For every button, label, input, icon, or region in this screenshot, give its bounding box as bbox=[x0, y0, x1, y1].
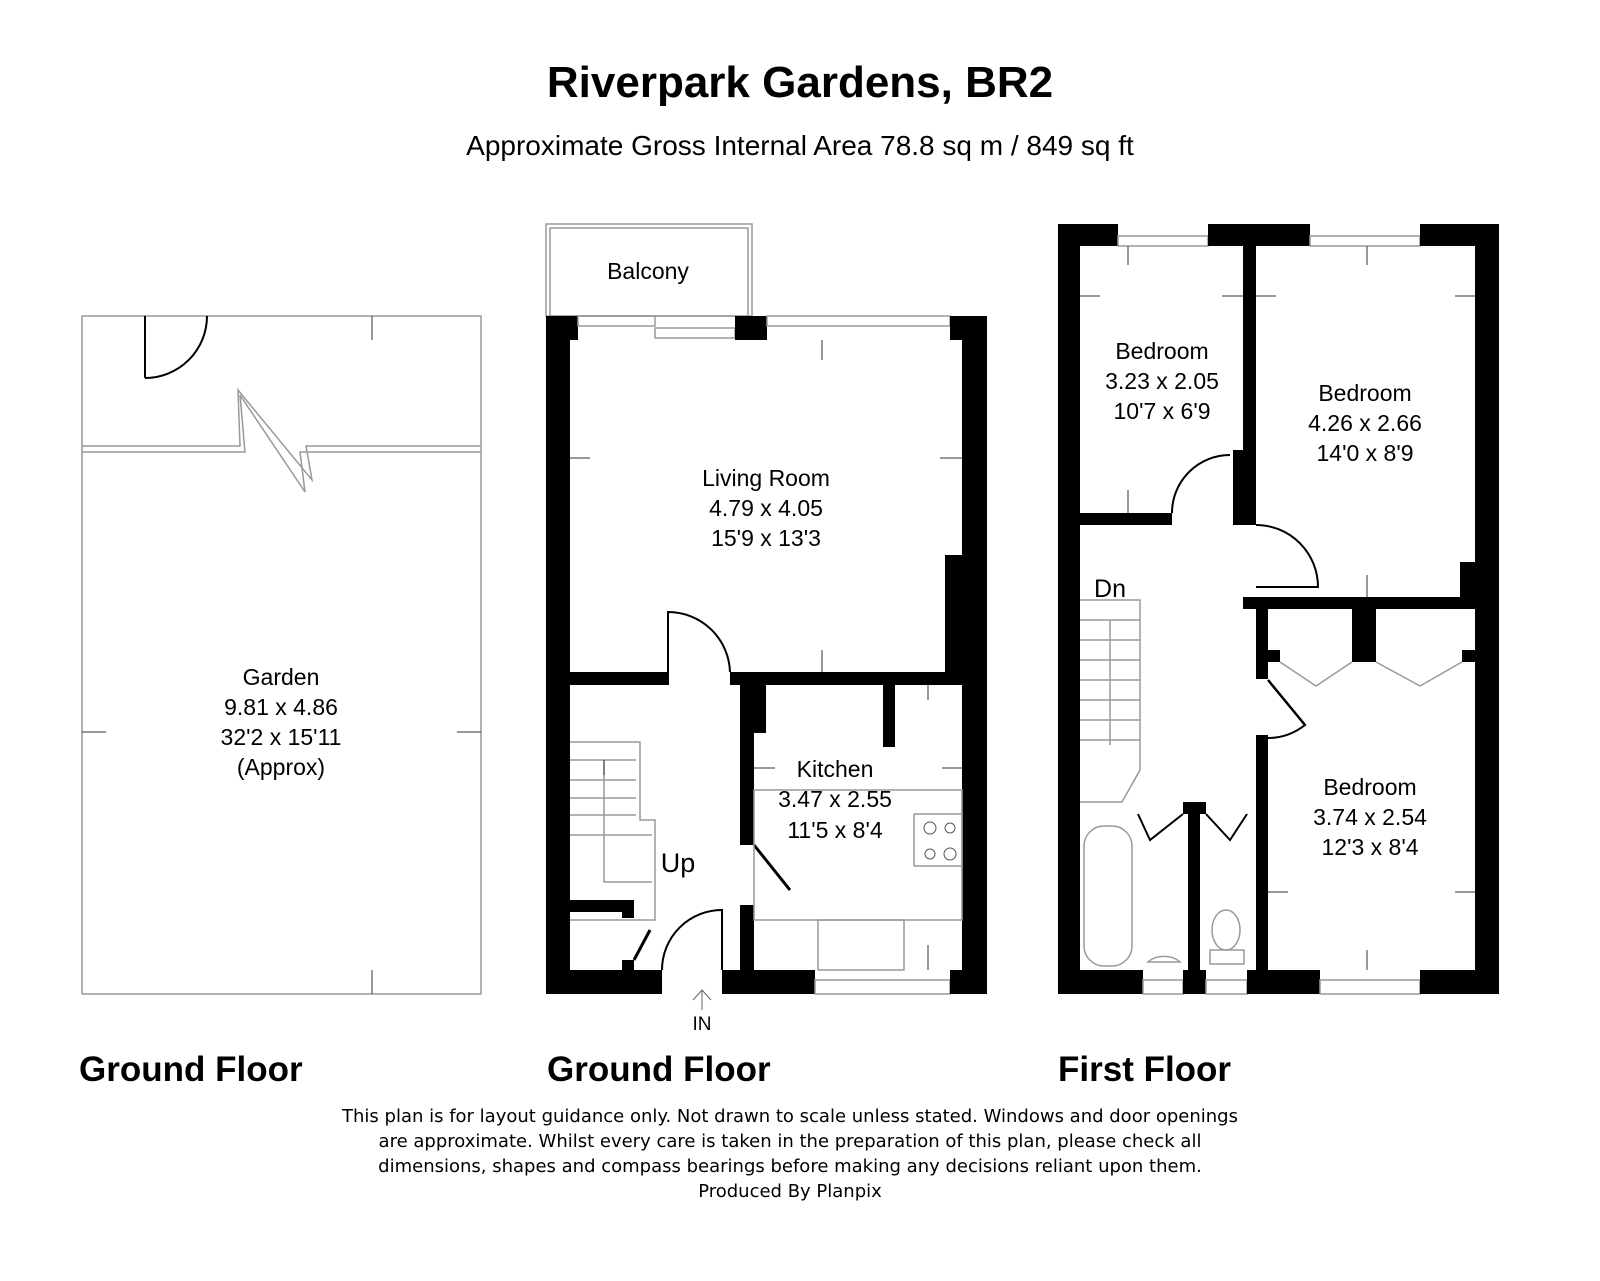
floor-label-garden: Ground Floor bbox=[79, 1050, 303, 1089]
living-room-name: Living Room bbox=[702, 465, 830, 491]
garden-metric: 9.81 x 4.86 bbox=[224, 694, 338, 720]
living-room-imperial: 15'9 x 13'3 bbox=[711, 525, 821, 551]
kitchen-imperial: 11'5 x 8'4 bbox=[787, 817, 883, 843]
bedroom1-imperial: 10'7 x 6'9 bbox=[1113, 398, 1210, 424]
plan-area: Approximate Gross Internal Area 78.8 sq … bbox=[466, 130, 1134, 161]
bedroom2-name: Bedroom bbox=[1318, 380, 1411, 406]
balcony-name: Balcony bbox=[607, 258, 689, 284]
plan-title: Riverpark Gardens, BR2 bbox=[546, 58, 1054, 107]
kitchen-name: Kitchen bbox=[797, 756, 874, 782]
bedroom3-metric: 3.74 x 2.54 bbox=[1313, 804, 1427, 830]
floor-label-ground: Ground Floor bbox=[547, 1050, 771, 1089]
floor-label-first: First Floor bbox=[1058, 1050, 1232, 1089]
garden-imperial: 32'2 x 15'11 bbox=[221, 724, 342, 750]
bedroom3-imperial: 12'3 x 8'4 bbox=[1321, 834, 1418, 860]
entrance-label: IN bbox=[693, 1014, 712, 1035]
stairs-down-label: Dn bbox=[1094, 575, 1126, 603]
disclaimer-line: This plan is for layout guidance only. N… bbox=[342, 1106, 1238, 1127]
entrance-arrow-icon bbox=[692, 989, 712, 1010]
stairs-up-label: Up bbox=[661, 848, 696, 878]
ground-floor-plan: Balcony bbox=[545, 223, 987, 1035]
garden-plan: Garden 9.81 x 4.86 32'2 x 15'11 (Approx) bbox=[81, 315, 482, 995]
disclaimer: This plan is for layout guidance only. N… bbox=[0, 1104, 1580, 1204]
bedroom3-name: Bedroom bbox=[1323, 774, 1416, 800]
producer-credit: Produced By Planpix bbox=[698, 1181, 882, 1202]
disclaimer-line: are approximate. Whilst every care is ta… bbox=[378, 1131, 1202, 1152]
first-floor-plan: Bedroom 3.23 x 2.05 10'7 x 6'9 Bedroom 4… bbox=[1058, 224, 1499, 995]
kitchen-metric: 3.47 x 2.55 bbox=[778, 786, 892, 812]
garden-name: Garden bbox=[243, 664, 320, 690]
hob-icon bbox=[923, 821, 957, 861]
bedroom1-metric: 3.23 x 2.05 bbox=[1105, 368, 1219, 394]
garden-note: (Approx) bbox=[237, 754, 325, 780]
disclaimer-line: dimensions, shapes and compass bearings … bbox=[378, 1156, 1202, 1177]
bedroom1-name: Bedroom bbox=[1115, 338, 1208, 364]
bedroom2-metric: 4.26 x 2.66 bbox=[1308, 410, 1422, 436]
living-room-metric: 4.79 x 4.05 bbox=[709, 495, 823, 521]
bedroom2-imperial: 14'0 x 8'9 bbox=[1316, 440, 1413, 466]
